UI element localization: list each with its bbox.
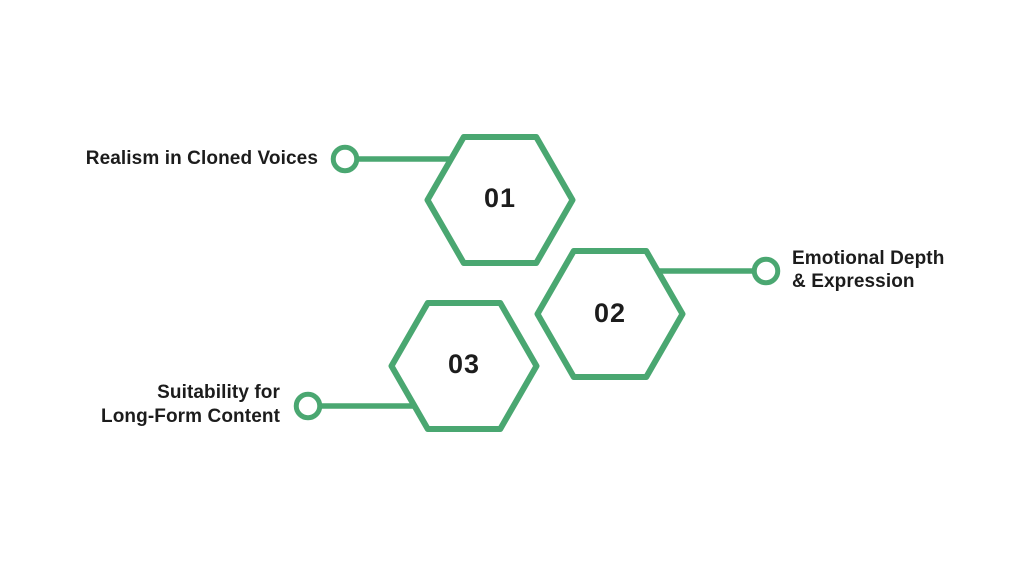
item-01-label: Realism in Cloned Voices [40,147,318,170]
item-02-label: Emotional Depth & Expression [792,247,1022,293]
hexagon-02-shape [534,248,686,380]
item-02-label-line: & Expression [792,271,915,292]
hexagon-03-number: 03 [447,349,481,379]
ring-marker-item-03 [293,391,323,421]
item-02-label-line: Emotional Depth [792,248,945,269]
item-03-label-line: Suitability for [157,382,280,403]
hexagon-01-number: 01 [483,183,517,213]
item-03-label-line: Long-Form Content [101,406,280,427]
hexagon-02-number: 02 [593,298,627,328]
item-01-label-line: Realism in Cloned Voices [85,148,318,169]
ring-marker-item-02 [751,256,781,286]
hexagon-03-shape [388,300,540,432]
ring-marker-item-01 [330,144,360,174]
item-03-label: Suitability for Long-Form Content [40,381,280,429]
hexagon-01-shape [424,134,576,266]
